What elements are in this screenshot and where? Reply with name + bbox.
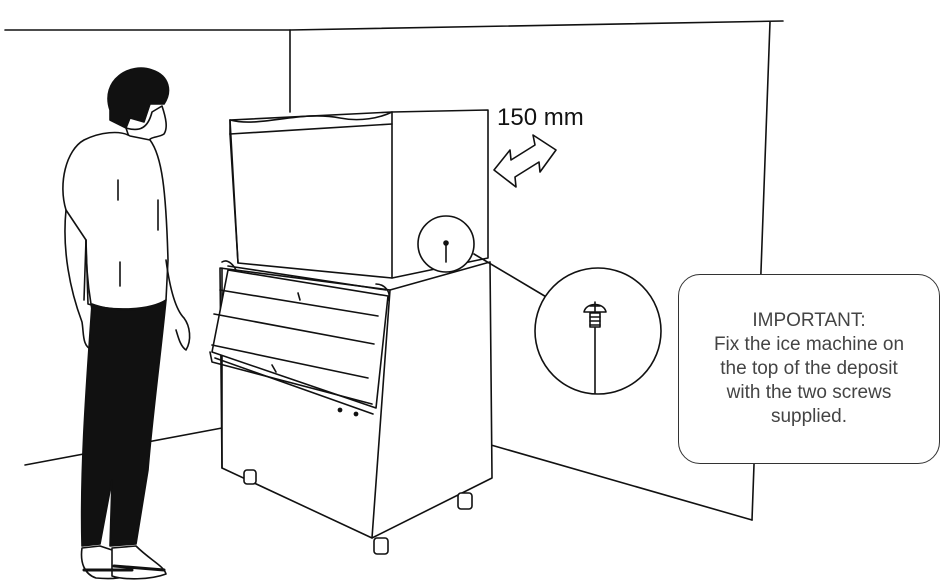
important-note-callout: IMPORTANT: Fix the ice machine on the to… <box>678 274 940 464</box>
note-line: Fix the ice machine on <box>713 334 905 355</box>
note-line: with the two screws <box>726 382 892 403</box>
note-line: supplied. <box>770 406 848 427</box>
ice-storage-bin <box>209 260 493 555</box>
person-figure <box>62 67 191 580</box>
note-line: the top of the deposit <box>720 358 898 379</box>
screw-location-marker <box>417 215 475 273</box>
leader-line <box>473 253 549 299</box>
clearance-arrow-icon <box>493 134 557 188</box>
clearance-label: 150 mm <box>497 104 584 131</box>
screw-detail-zoom <box>534 267 662 395</box>
note-heading: IMPORTANT: <box>752 310 866 331</box>
